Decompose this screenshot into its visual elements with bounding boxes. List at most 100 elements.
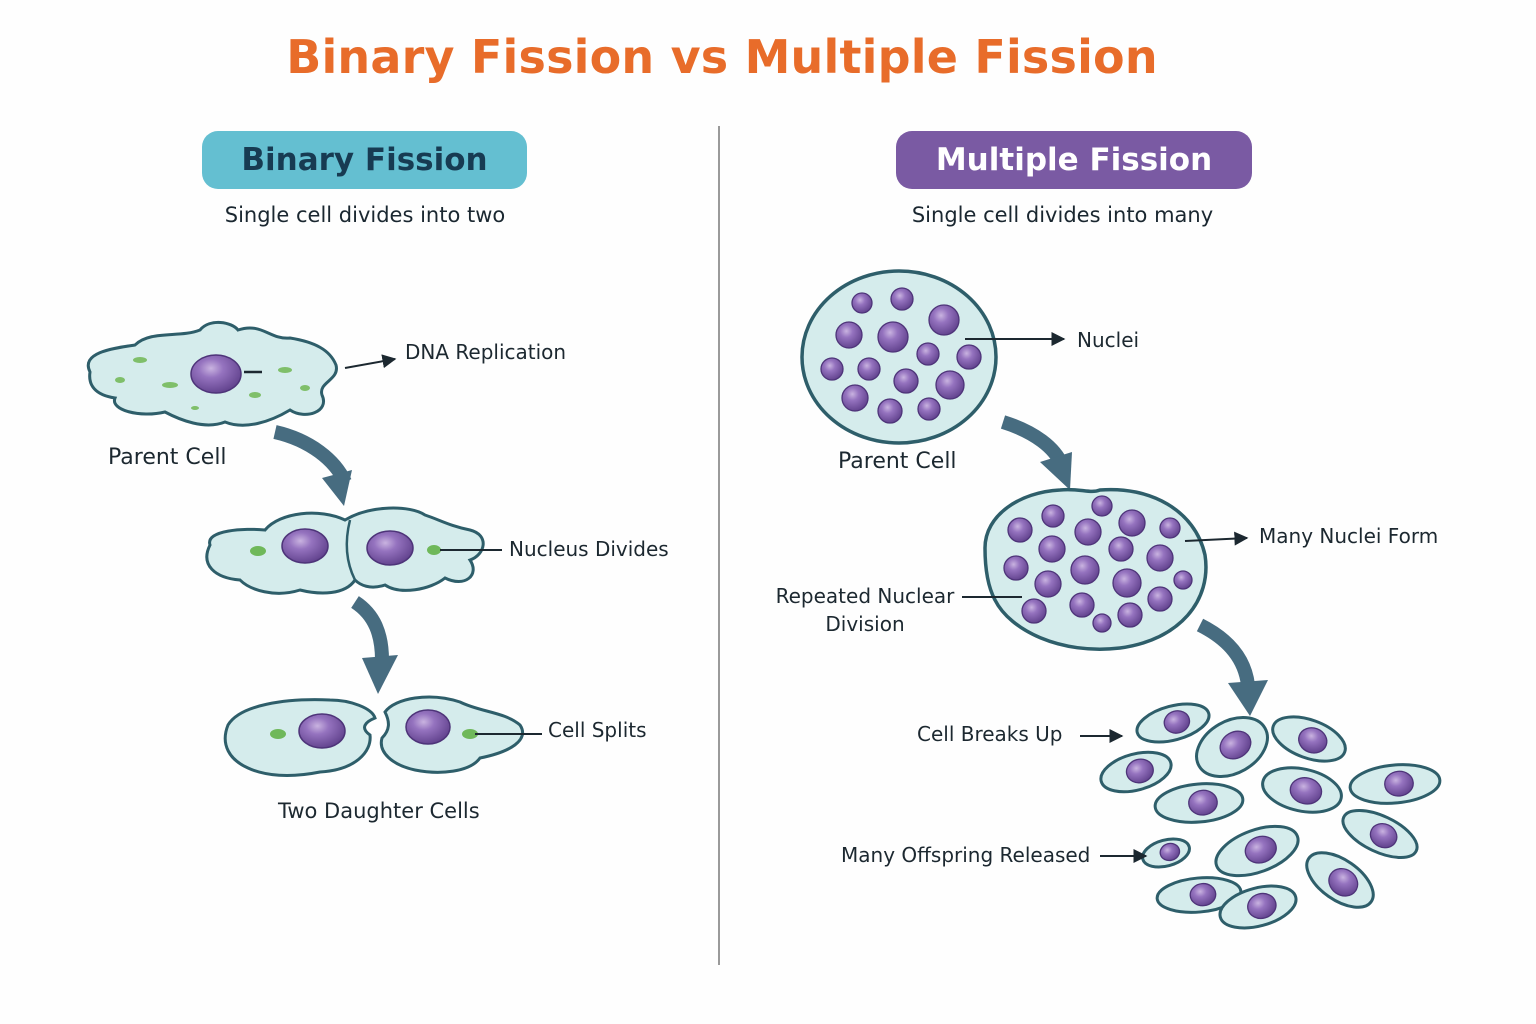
nucleus: [1328, 867, 1359, 897]
label-repeated-nuclear-division: Repeated Nuclear Division: [760, 582, 970, 638]
label-cell-splits: Cell Splits: [548, 718, 647, 742]
stage-arrow: [1196, 618, 1255, 687]
offspring-cell: [1135, 702, 1211, 744]
nucleus: [1007, 517, 1033, 543]
nucleus: [1038, 535, 1066, 563]
label-nucleus-divides: Nucleus Divides: [509, 537, 669, 561]
nucleus: [956, 344, 982, 370]
nucleus: [877, 398, 903, 424]
nucleus: [366, 530, 414, 566]
nucleus: [1118, 509, 1146, 537]
offspring-cell: [1348, 763, 1442, 805]
label-cell-breaks-up: Cell Breaks Up: [917, 722, 1063, 746]
nucleus: [1163, 710, 1191, 734]
panel-divider: [718, 126, 720, 965]
nucleus: [1289, 777, 1323, 805]
nucleus: [1092, 613, 1112, 633]
nucleus: [1003, 555, 1029, 581]
nucleus: [1125, 758, 1154, 784]
binary-fission-subtitle: Single cell divides into two: [224, 203, 506, 227]
nucleus: [298, 713, 346, 749]
multiple-fission-heading: Multiple Fission: [896, 131, 1252, 189]
many-nuclei-pointer: [1184, 531, 1249, 546]
offspring-cell: [1341, 809, 1419, 859]
nucleus: [281, 528, 329, 564]
nucleus: [1070, 555, 1100, 585]
nucleus: [1041, 504, 1065, 528]
nucleus: [1074, 518, 1102, 546]
nucleus: [190, 354, 242, 394]
label-nuclei: Nuclei: [1077, 328, 1140, 352]
nucleus: [1384, 770, 1414, 797]
binary-daughter-cells: [223, 695, 524, 777]
binary-fission-heading-text: Binary Fission: [241, 142, 488, 178]
multiple-dividing-cell: [983, 487, 1208, 651]
offspring-cell: [1214, 824, 1300, 878]
nucleus: [405, 709, 451, 745]
offspring-cell: [1218, 884, 1298, 930]
offspring-cell: [1099, 750, 1173, 794]
nucleus: [1159, 517, 1181, 539]
label-multiple-parent-cell: Parent Cell: [838, 449, 957, 474]
binary-fission-heading: Binary Fission: [202, 131, 527, 189]
diagram-title: Binary Fission vs Multiple Fission: [286, 30, 1158, 84]
label-line: Repeated Nuclear: [775, 584, 955, 608]
multiple-fission-heading-text: Multiple Fission: [935, 142, 1213, 178]
binary-parent-cell: [86, 321, 338, 427]
nucleus: [928, 304, 960, 336]
nucleus: [1247, 892, 1277, 920]
nucleus: [1146, 544, 1174, 572]
nucleus: [1108, 536, 1134, 562]
nucleus: [1112, 568, 1142, 598]
offspring-cell: [1261, 766, 1343, 814]
label-many-nuclei-form: Many Nuclei Form: [1259, 524, 1439, 548]
offspring-cell: [1305, 851, 1375, 909]
nucleus: [917, 397, 941, 421]
offspring-cell: [1141, 837, 1191, 869]
nucleus: [1173, 570, 1193, 590]
nucleus: [916, 342, 940, 366]
nucleus: [1188, 789, 1218, 816]
nucleus: [1189, 882, 1217, 907]
nucleus: [1091, 495, 1113, 517]
binary-dividing-cell: [205, 506, 485, 595]
nucleus: [1147, 586, 1173, 612]
multiple-parent-cell: [800, 269, 998, 445]
multiple-fission-subtitle: Single cell divides into many: [911, 203, 1214, 227]
nucleus: [841, 384, 869, 412]
nucleus: [1219, 730, 1252, 760]
nucleus: [820, 357, 844, 381]
nucleus: [877, 321, 909, 353]
nucleus: [890, 287, 914, 311]
dna-replication-pointer: [344, 354, 397, 369]
stage-arrow: [350, 596, 389, 661]
label-binary-parent-cell: Parent Cell: [108, 445, 227, 470]
nucleus: [1159, 842, 1181, 862]
nucleus: [857, 357, 881, 381]
stage-arrow-head: [322, 470, 352, 506]
nucleus: [1069, 592, 1095, 618]
nucleus: [1117, 602, 1143, 628]
offspring-cell: [1155, 876, 1243, 914]
offspring-cell: [1153, 782, 1245, 824]
nucleus: [1298, 727, 1328, 754]
offspring-cells: [1099, 702, 1442, 930]
nucleus: [893, 368, 919, 394]
nucleus: [851, 292, 873, 314]
nucleus: [1021, 598, 1047, 624]
nucleus: [1244, 835, 1277, 864]
nucleus: [835, 321, 863, 349]
label-two-daughter-cells: Two Daughter Cells: [278, 799, 480, 823]
stage-arrow-head: [1040, 452, 1072, 490]
stage-arrow-head: [1228, 680, 1268, 716]
nucleus: [935, 370, 965, 400]
offspring-cell: [1271, 715, 1347, 763]
nucleus: [1034, 570, 1062, 598]
offspring-cell: [1195, 716, 1269, 778]
stage-arrow: [273, 425, 352, 486]
label-line: Division: [825, 612, 905, 636]
stage-arrow-head: [362, 655, 398, 694]
label-dna-replication: DNA Replication: [405, 340, 567, 364]
nucleus: [1369, 822, 1398, 849]
